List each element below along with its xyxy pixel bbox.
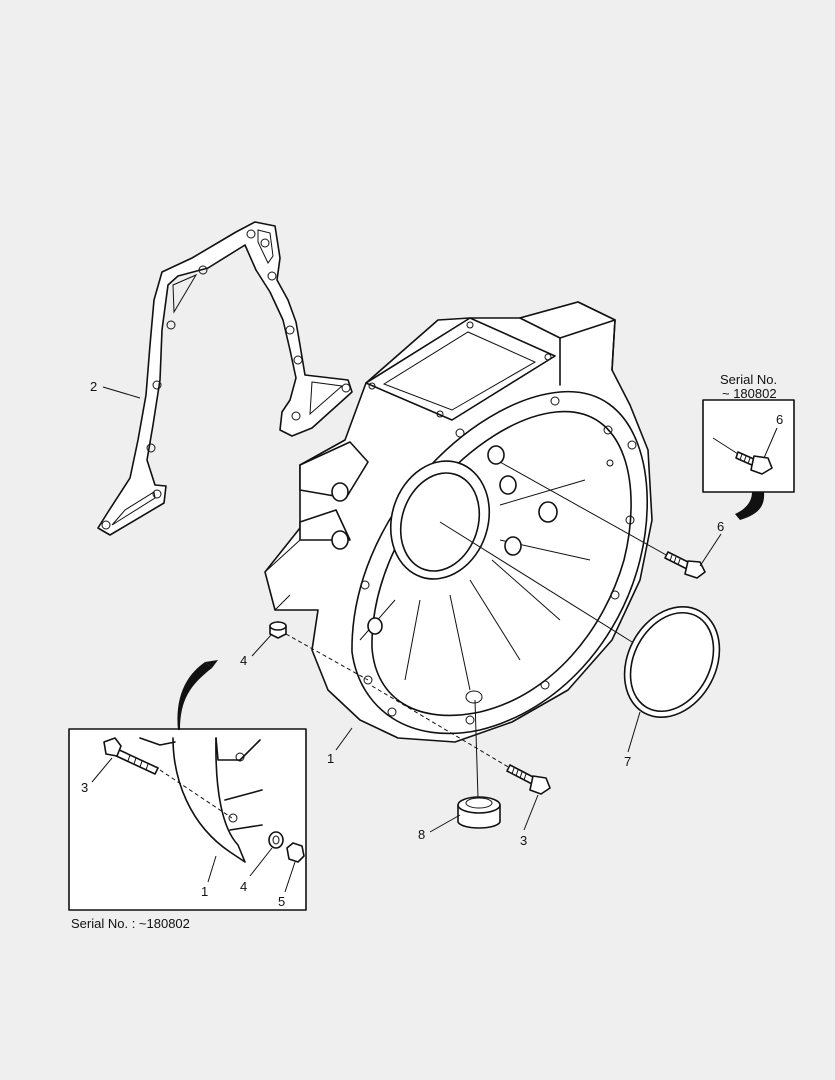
dowel-pin-part bbox=[269, 621, 369, 681]
callout-main-housing: 1 bbox=[327, 751, 334, 766]
inset-left-serial-caption: Serial No. : ~180802 bbox=[71, 916, 190, 931]
bolt-main-part bbox=[371, 685, 551, 795]
inset-left bbox=[68, 660, 307, 911]
gasket-part bbox=[97, 221, 353, 536]
callout-gasket: 2 bbox=[90, 379, 97, 394]
inset-right bbox=[702, 399, 795, 520]
callout-inset-right-bolt: 6 bbox=[776, 412, 783, 427]
inset-right-serial-value: ~ 180802 bbox=[722, 386, 777, 401]
callout-plug: 8 bbox=[418, 827, 425, 842]
flywheel-housing-part bbox=[264, 301, 653, 743]
inset-right-serial-label: Serial No. bbox=[720, 372, 777, 387]
callout-bolt-right: 6 bbox=[717, 519, 724, 534]
callout-bolt-main: 3 bbox=[520, 833, 527, 848]
leader-lines bbox=[91, 386, 778, 893]
callout-inset-left-bolt: 3 bbox=[81, 780, 88, 795]
callout-inset-left-washer: 4 bbox=[240, 879, 247, 894]
callout-dowel-main: 4 bbox=[240, 653, 247, 668]
callout-inset-left-nut: 5 bbox=[278, 894, 285, 909]
bolt-right-part bbox=[499, 461, 706, 579]
callout-oring: 7 bbox=[624, 754, 631, 769]
oring-part bbox=[439, 521, 721, 719]
plug-part bbox=[457, 699, 501, 829]
callout-inset-left-housing: 1 bbox=[201, 884, 208, 899]
